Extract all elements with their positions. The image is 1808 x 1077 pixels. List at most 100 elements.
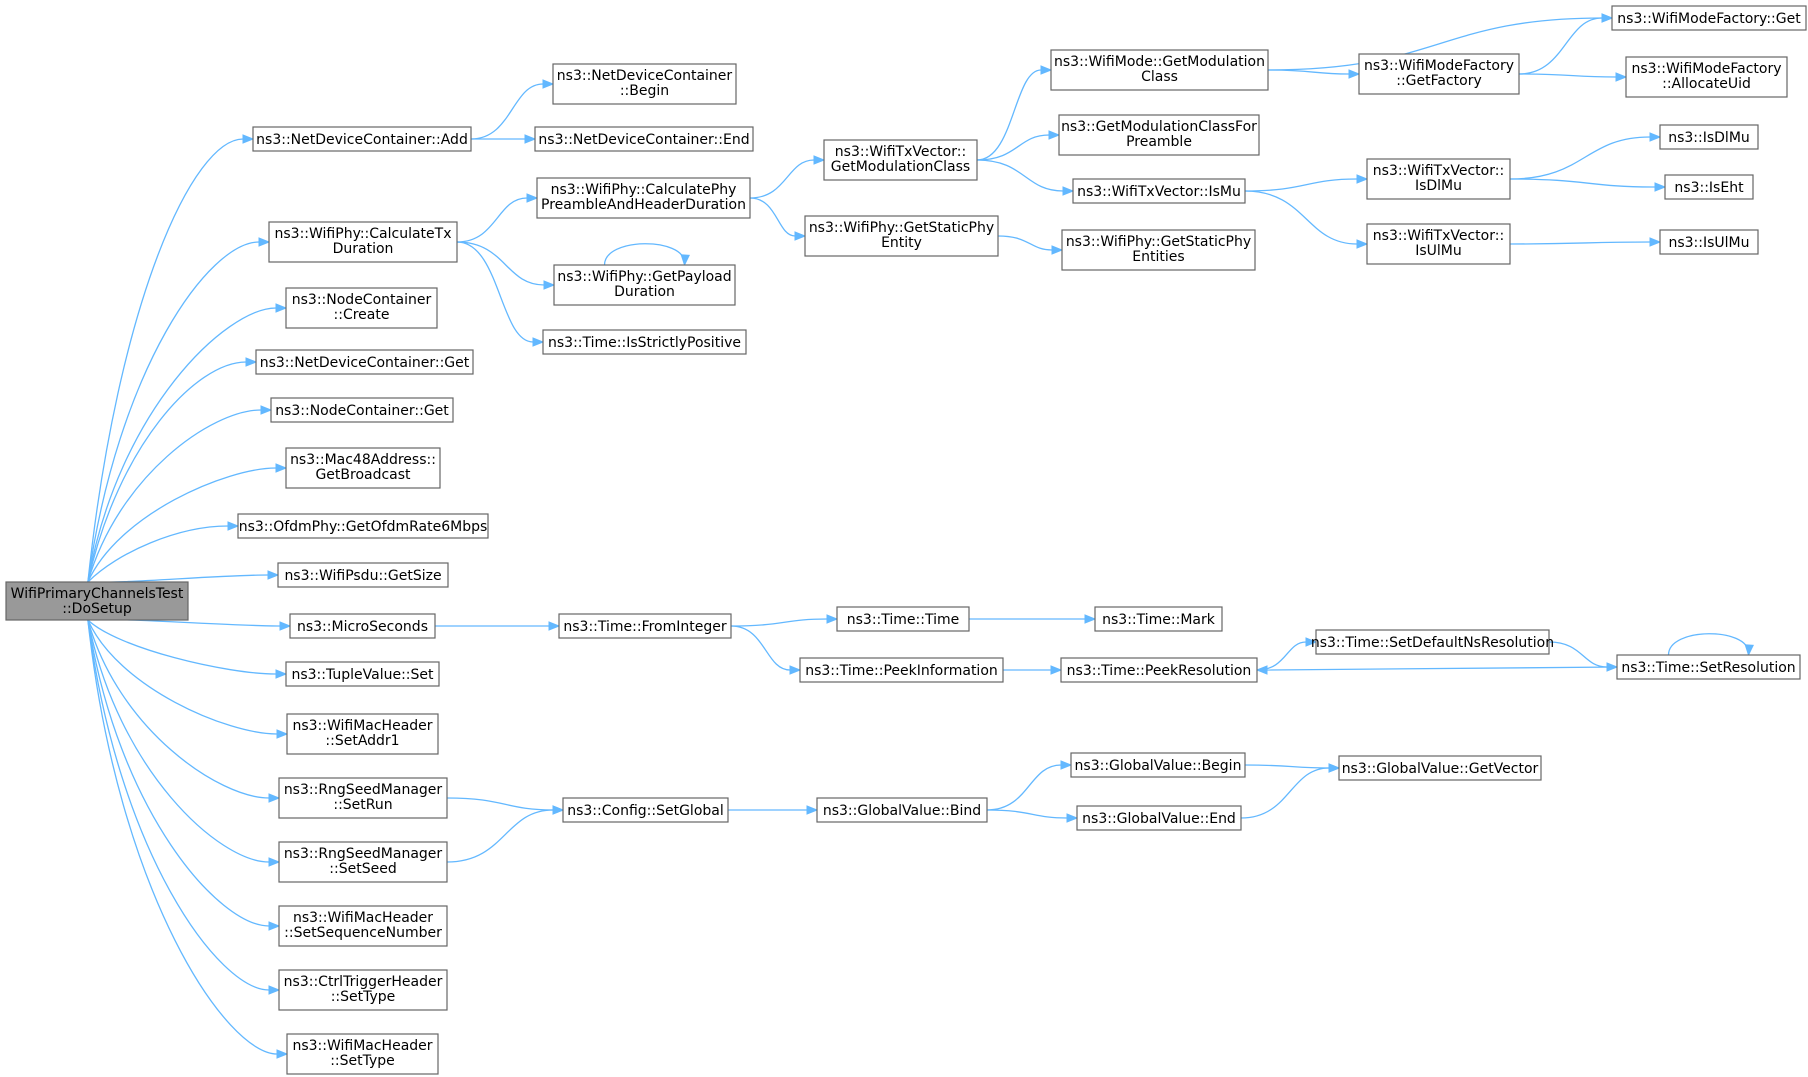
node-label-line: ns3::WifiPhy::GetPayload	[557, 269, 731, 285]
edge-get_static_phy-to-static_entities	[997, 235, 1064, 255]
node-micro[interactable]: ns3::MicroSeconds	[289, 613, 436, 639]
node-gv_bind[interactable]: ns3::GlobalValue::Bind	[816, 797, 988, 823]
node-label-line: Entities	[1132, 249, 1184, 265]
arrowhead	[552, 805, 565, 815]
node-mac_seq[interactable]: ns3::WifiMacHeader::SetSequenceNumber	[278, 905, 448, 947]
node-cfg_global[interactable]: ns3::Config::SetGlobal	[562, 797, 729, 823]
node-calc_pre[interactable]: ns3::WifiPhy::CalculatePhyPreambleAndHea…	[536, 177, 751, 219]
node-wmf_getfactory[interactable]: ns3::WifiModeFactory::GetFactory	[1358, 53, 1520, 95]
arrowhead	[268, 857, 281, 867]
node-isulmu[interactable]: ns3::IsUlMu	[1659, 229, 1759, 255]
node-psdu[interactable]: ns3::WifiPsdu::GetSize	[277, 562, 449, 588]
node-ndc_add[interactable]: ns3::NetDeviceContainer::Add	[252, 126, 472, 152]
edge-txv_getmod-to-txv_ismu	[976, 159, 1075, 196]
node-wmf_alloc[interactable]: ns3::WifiModeFactory::AllocateUid	[1625, 56, 1788, 98]
edge-txv_ismu-to-txv_isdlmu	[1244, 174, 1369, 192]
node-label-line: ::SetRun	[333, 797, 392, 813]
node-label-line: ::SetSequenceNumber	[284, 925, 442, 941]
edge-root-to-psdu	[87, 570, 280, 583]
node-nc_get[interactable]: ns3::NodeContainer::Get	[270, 397, 454, 423]
node-label-line: GetModulationClass	[831, 159, 970, 175]
arrowhead	[1048, 130, 1061, 140]
node-label-line: PreambleAndHeaderDuration	[541, 197, 746, 213]
edge-line	[87, 619, 278, 735]
edge-line	[976, 69, 1042, 161]
arrowhead	[275, 463, 288, 473]
node-wm_getmod[interactable]: ns3::WifiMode::GetModulationClass	[1050, 49, 1269, 91]
edge-line	[1240, 767, 1330, 819]
edge-line	[456, 241, 545, 286]
edge-root-to-mac_addr1	[87, 619, 289, 739]
node-label-line: ns3::NodeContainer	[292, 292, 432, 308]
node-box	[1366, 158, 1511, 200]
node-mac_addr1[interactable]: ns3::WifiMacHeader::SetAddr1	[286, 713, 439, 755]
node-txv_getmod[interactable]: ns3::WifiTxVector::GetModulationClass	[823, 139, 978, 181]
node-txv_ismu[interactable]: ns3::WifiTxVector::IsMu	[1072, 178, 1246, 204]
node-mac48[interactable]: ns3::Mac48Address::GetBroadcast	[285, 447, 441, 489]
node-label-line: ns3::WifiTxVector::	[1373, 163, 1504, 179]
node-box	[277, 562, 449, 588]
node-label-line: ns3::MicroSeconds	[297, 619, 428, 635]
node-wmf_get[interactable]: ns3::WifiModeFactory::Get	[1611, 5, 1807, 31]
node-set_res[interactable]: ns3::Time::SetResolution	[1616, 654, 1801, 680]
node-txv_isulmu[interactable]: ns3::WifiTxVector::IsUlMu	[1366, 223, 1511, 265]
node-time_time[interactable]: ns3::Time::Time	[836, 606, 970, 632]
node-txv_isdlmu[interactable]: ns3::WifiTxVector::IsDlMu	[1366, 158, 1511, 200]
node-label-line: ::SetSeed	[329, 861, 396, 877]
node-gv_begin[interactable]: ns3::GlobalValue::Begin	[1070, 752, 1246, 778]
node-time_mark[interactable]: ns3::Time::Mark	[1094, 606, 1223, 632]
edge-root-to-nc_create	[87, 303, 288, 583]
node-peek_info[interactable]: ns3::Time::PeekInformation	[799, 657, 1004, 683]
node-isdlmu[interactable]: ns3::IsDlMu	[1659, 124, 1759, 150]
edge-calc_tx-to-strictly_pos	[456, 241, 545, 347]
node-box	[823, 139, 978, 181]
edge-line	[986, 809, 1068, 819]
node-box	[278, 969, 448, 1011]
node-fromint[interactable]: ns3::Time::FromInteger	[558, 613, 732, 639]
edge-root-to-mac_type	[87, 619, 289, 1059]
edge-line	[1244, 178, 1358, 192]
arrowhead	[1654, 182, 1667, 192]
node-ctrl_type[interactable]: ns3::CtrlTriggerHeader::SetType	[278, 969, 448, 1011]
node-gv_vector[interactable]: ns3::GlobalValue::GetVector	[1338, 755, 1542, 781]
edge-rng_seed-to-cfg_global	[446, 805, 565, 863]
edge-line	[87, 361, 247, 583]
node-nc_create[interactable]: ns3::NodeContainer::Create	[285, 287, 438, 329]
arrowhead	[1615, 72, 1628, 82]
edge-line	[456, 197, 528, 243]
node-box	[268, 221, 458, 263]
arrowhead	[548, 621, 561, 631]
node-rng_run[interactable]: ns3::RngSeedManager::SetRun	[278, 777, 448, 819]
node-ndc_begin[interactable]: ns3::NetDeviceContainer::Begin	[552, 63, 737, 105]
edge-line	[730, 625, 791, 671]
node-rng_seed[interactable]: ns3::RngSeedManager::SetSeed	[278, 841, 448, 883]
node-label-line: ns3::WifiPhy::CalculatePhy	[551, 182, 737, 198]
node-tuple_set[interactable]: ns3::TupleValue::Set	[285, 661, 440, 687]
edge-root-to-ofdm	[87, 521, 240, 583]
node-iseht[interactable]: ns3::IsEht	[1664, 174, 1754, 200]
edge-wmf_getfactory-to-wmf_alloc	[1518, 72, 1628, 82]
node-ndc_get[interactable]: ns3::NetDeviceContainer::Get	[255, 349, 474, 375]
node-gv_end[interactable]: ns3::GlobalValue::End	[1076, 805, 1242, 831]
arrowhead	[1040, 65, 1053, 75]
node-set_default[interactable]: ns3::Time::SetDefaultNsResolution	[1311, 629, 1554, 655]
node-ndc_end[interactable]: ns3::NetDeviceContainer::End	[534, 126, 754, 152]
node-peek_res[interactable]: ns3::Time::PeekResolution	[1060, 657, 1258, 683]
node-ofdm[interactable]: ns3::OfdmPhy::GetOfdmRate6Mbps	[237, 513, 489, 539]
node-label-line: Duration	[333, 241, 394, 257]
edge-txv_isdlmu-to-isdlmu	[1509, 132, 1662, 180]
edge-line	[87, 619, 270, 927]
node-label-line: ns3::NetDeviceContainer::End	[538, 132, 749, 148]
node-mac_type[interactable]: ns3::WifiMacHeader::SetType	[286, 1033, 439, 1075]
node-box	[1060, 657, 1258, 683]
node-label-line: Preamble	[1126, 134, 1192, 150]
node-root[interactable]: WifiPrimaryChannelsTest::DoSetup	[5, 581, 189, 621]
arrowhead	[276, 729, 289, 739]
arrowhead	[1328, 763, 1341, 773]
node-strictly_pos[interactable]: ns3::Time::IsStrictlyPositive	[542, 329, 747, 355]
